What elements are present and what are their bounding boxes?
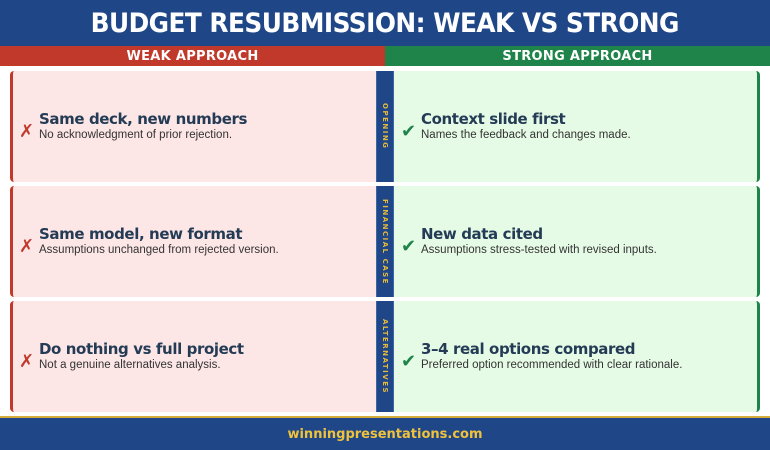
weak-description: Assumptions unchanged from rejected vers…: [39, 244, 279, 256]
strong-card: ✔ New data cited Assumptions stress-test…: [394, 186, 760, 297]
weak-card: ✗ Same model, new format Assumptions unc…: [10, 186, 376, 297]
strong-card: ✔ Context slide first Names the feedback…: [394, 71, 760, 182]
cross-icon: ✗: [19, 350, 35, 372]
page-title: BUDGET RESUBMISSION: WEAK VS STRONG: [90, 7, 680, 39]
weak-description: No acknowledgment of prior rejection.: [39, 129, 233, 141]
comparison-row-opening: ✗ Same deck, new numbers No acknowledgme…: [0, 71, 770, 182]
footer: winningpresentations.com: [0, 418, 770, 450]
strong-card-text: New data cited Assumptions stress-tested…: [421, 225, 657, 258]
strong-description: Preferred option recommended with clear …: [421, 359, 683, 371]
check-icon: ✔: [401, 235, 417, 257]
strong-description: Assumptions stress-tested with revised i…: [421, 244, 657, 256]
category-text: ALTERNATIVES: [381, 318, 389, 395]
category-label: ALTERNATIVES: [376, 301, 394, 412]
strong-card-text: 3–4 real options compared Preferred opti…: [421, 340, 682, 373]
weak-card-text: Same model, new format Assumptions uncha…: [39, 225, 279, 258]
footer-divider: [0, 416, 770, 418]
title-bar: BUDGET RESUBMISSION: WEAK VS STRONG: [0, 0, 770, 46]
weak-card: ✗ Same deck, new numbers No acknowledgme…: [10, 71, 376, 182]
check-icon: ✔: [401, 120, 417, 142]
weak-card-text: Do nothing vs full project Not a genuine…: [39, 340, 244, 373]
weak-card-text: Same deck, new numbers No acknowledgment…: [39, 110, 247, 143]
strong-description: Names the feedback and changes made.: [421, 129, 631, 141]
check-icon: ✔: [401, 350, 417, 372]
strong-heading: 3–4 real options compared: [421, 340, 636, 358]
strong-card: ✔ 3–4 real options compared Preferred op…: [394, 301, 760, 412]
weak-heading: Do nothing vs full project: [39, 340, 244, 358]
strong-approach-header: STRONG APPROACH: [385, 46, 770, 66]
weak-heading: Same deck, new numbers: [39, 110, 248, 128]
category-text: FINANCIAL CASE: [381, 198, 389, 285]
strong-heading: Context slide first: [421, 110, 566, 128]
comparison-row-alternatives: ✗ Do nothing vs full project Not a genui…: [0, 301, 770, 412]
weak-card: ✗ Do nothing vs full project Not a genui…: [10, 301, 376, 412]
strong-card-text: Context slide first Names the feedback a…: [421, 110, 631, 143]
weak-approach-header: WEAK APPROACH: [0, 46, 385, 66]
comparison-row-financial-case: ✗ Same model, new format Assumptions unc…: [0, 186, 770, 297]
cross-icon: ✗: [19, 235, 35, 257]
footer-site-link[interactable]: winningpresentations.com: [287, 426, 483, 442]
weak-description: Not a genuine alternatives analysis.: [39, 359, 221, 371]
category-label: OPENING: [376, 71, 394, 182]
cross-icon: ✗: [19, 120, 35, 142]
weak-heading: Same model, new format: [39, 225, 243, 243]
strong-heading: New data cited: [421, 225, 543, 243]
category-label: FINANCIAL CASE: [376, 186, 394, 297]
category-text: OPENING: [381, 103, 389, 150]
